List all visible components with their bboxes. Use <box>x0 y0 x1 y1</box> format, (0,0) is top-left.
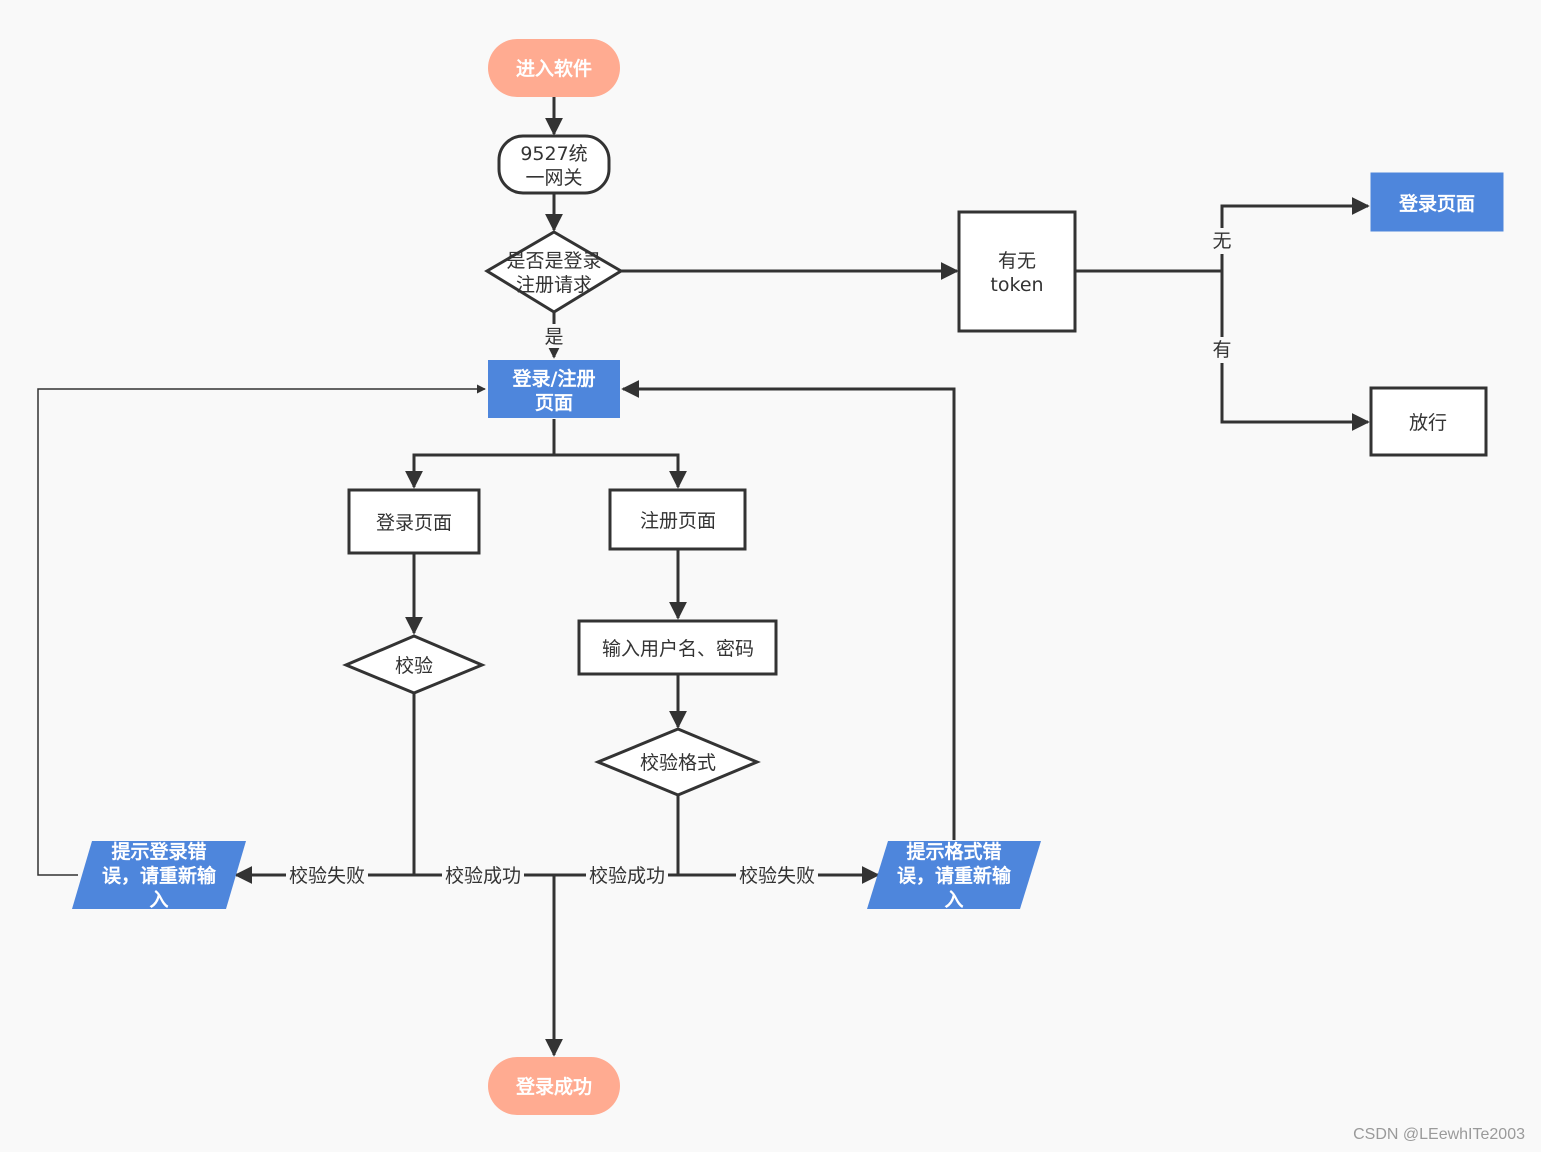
node-register-page[interactable]: 注册页面 <box>608 488 747 551</box>
edge-split-login <box>405 419 556 489</box>
node-login-success[interactable]: 登录成功 <box>488 1057 620 1115</box>
node-is-login-register[interactable]: 是否是登录 注册请求 <box>484 230 624 314</box>
svg-text:是否是登录: 是否是登录 <box>506 250 601 272</box>
node-gateway[interactable]: 9527统 一网关 <box>497 134 611 195</box>
label-none: 无 <box>1212 230 1231 252</box>
svg-text:校验: 校验 <box>395 655 433 677</box>
node-input-credentials[interactable]: 输入用户名、密码 <box>577 619 778 676</box>
node-login-error[interactable]: 提示登录错 误，请重新输 入 <box>72 840 246 911</box>
label-verify-fail-left: 校验失败 <box>289 865 365 887</box>
svg-text:token: token <box>990 274 1043 296</box>
watermark: CSDN @LEewhITe2003 <box>1353 1126 1525 1143</box>
node-start[interactable]: 进入软件 <box>488 39 620 97</box>
node-login-page-top[interactable]: 登录页面 <box>1370 172 1504 232</box>
node-has-token[interactable]: 有无 token <box>957 210 1077 333</box>
svg-text:页面: 页面 <box>535 392 573 414</box>
node-verify[interactable]: 校验 <box>342 634 486 695</box>
svg-text:一网关: 一网关 <box>525 167 582 189</box>
svg-text:注册页面: 注册页面 <box>640 510 716 532</box>
svg-text:输入用户名、密码: 输入用户名、密码 <box>602 638 754 660</box>
label-verify-success-right: 校验成功 <box>589 865 665 887</box>
edge-split-register <box>554 453 687 489</box>
edges <box>37 97 1370 1057</box>
svg-text:误，请重新输: 误，请重新输 <box>102 864 217 887</box>
label-has: 有 <box>1212 339 1231 361</box>
node-format-error[interactable]: 提示格式错 误，请重新输 入 <box>867 840 1041 911</box>
svg-text:9527统: 9527统 <box>520 143 587 165</box>
svg-text:有无: 有无 <box>998 250 1036 272</box>
svg-text:登录页面: 登录页面 <box>376 512 452 534</box>
svg-text:提示格式错: 提示格式错 <box>906 840 1001 863</box>
svg-text:放行: 放行 <box>1409 412 1447 434</box>
label-verify-fail-right: 校验失败 <box>739 865 815 887</box>
svg-text:误，请重新输: 误，请重新输 <box>897 864 1012 887</box>
svg-text:注册请求: 注册请求 <box>516 274 592 296</box>
label-verify-success-left: 校验成功 <box>445 865 521 887</box>
svg-text:提示登录错: 提示登录错 <box>111 840 206 863</box>
edge-labels: 是 无 有 校验失败 校验成功 校验成功 校验失败 <box>286 228 1234 888</box>
svg-text:登录成功: 登录成功 <box>515 1075 592 1098</box>
svg-text:进入软件: 进入软件 <box>516 57 592 80</box>
svg-text:入: 入 <box>944 889 963 911</box>
node-login-page[interactable]: 登录页面 <box>347 488 481 555</box>
edge-login-error-loop <box>37 384 486 876</box>
svg-text:校验格式: 校验格式 <box>640 752 716 774</box>
edge-token-has <box>1220 271 1370 431</box>
edge-format-error-loop <box>621 380 956 840</box>
label-yes: 是 <box>544 326 563 348</box>
svg-text:入: 入 <box>149 889 168 911</box>
svg-text:登录页面: 登录页面 <box>1398 192 1475 215</box>
node-login-register-page[interactable]: 登录/注册 页面 <box>488 360 620 418</box>
node-pass[interactable]: 放行 <box>1369 386 1488 457</box>
node-verify-format[interactable]: 校验格式 <box>594 727 761 797</box>
svg-text:登录/注册: 登录/注册 <box>512 367 596 390</box>
